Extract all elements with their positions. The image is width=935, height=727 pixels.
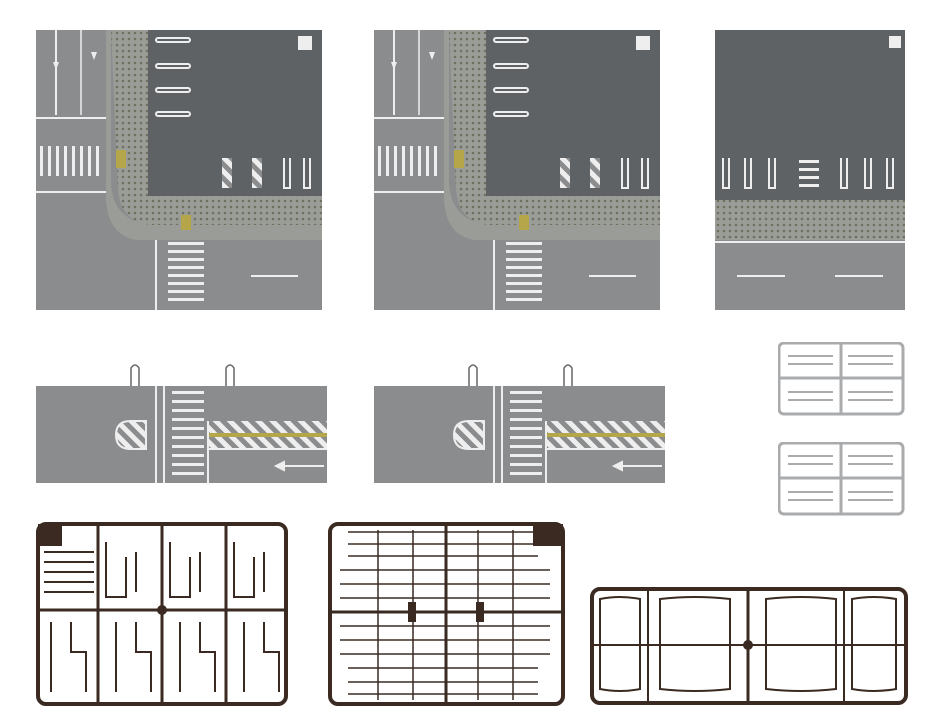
brown-sprue-3 xyxy=(590,587,908,707)
brown-sprue-2 xyxy=(328,522,565,706)
brown-sprue-1 xyxy=(36,522,288,706)
road-plate-corner-2 xyxy=(374,30,660,310)
gray-sprue-1 xyxy=(778,342,905,416)
road-plate-straight xyxy=(715,30,905,310)
road-plate-median-2 xyxy=(374,362,665,484)
road-plate-median-1 xyxy=(36,362,327,484)
gray-sprue-2 xyxy=(778,442,905,516)
road-plate-corner-1 xyxy=(36,30,322,310)
